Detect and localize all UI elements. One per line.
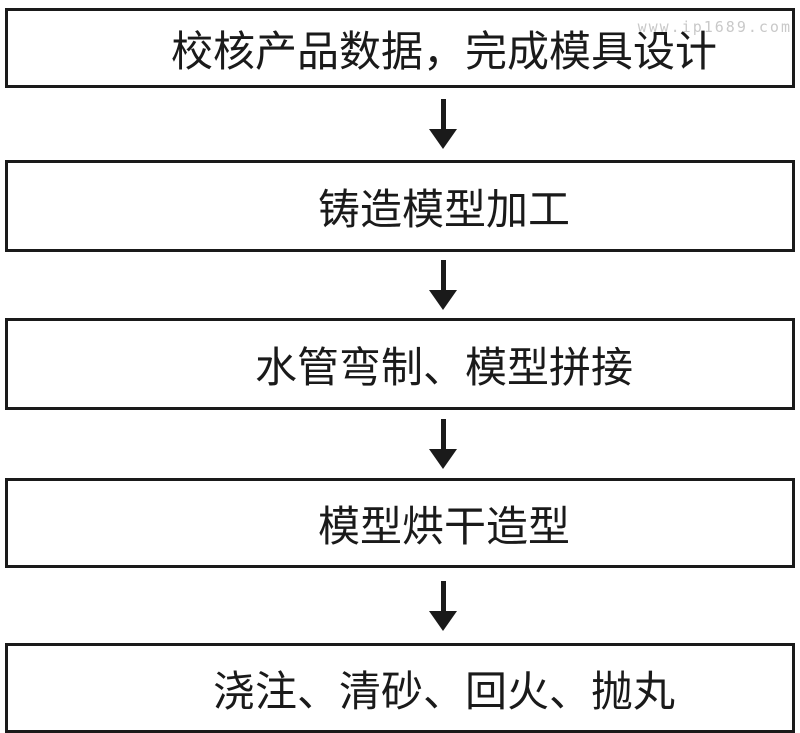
arrow-stem xyxy=(440,260,446,290)
down-arrow-icon xyxy=(429,99,457,149)
connector-3 xyxy=(0,410,800,478)
flow-step-1: 校核产品数据，完成模具设计 xyxy=(5,8,795,88)
arrow-stem xyxy=(440,99,446,129)
down-arrow-icon xyxy=(429,260,457,310)
arrow-head xyxy=(429,610,457,631)
flow-step-4: 模型烘干造型 xyxy=(5,478,795,568)
arrow-head xyxy=(429,449,457,469)
flow-step-4-label: 模型烘干造型 xyxy=(317,502,570,550)
flow-step-5: 浇注、清砂、回火、抛丸 xyxy=(5,643,795,733)
down-arrow-icon xyxy=(429,580,457,631)
down-arrow-icon xyxy=(429,419,457,469)
connector-1 xyxy=(0,88,800,160)
flow-step-3: 水管弯制、模型拼接 xyxy=(5,318,795,410)
flow-step-3-label: 水管弯制、模型拼接 xyxy=(254,343,633,391)
flow-step-1-label: 校核产品数据，完成模具设计 xyxy=(170,27,717,75)
connector-4 xyxy=(0,568,800,643)
arrow-stem xyxy=(440,419,446,449)
arrow-head xyxy=(429,129,457,149)
arrow-stem xyxy=(440,580,446,611)
connector-2 xyxy=(0,252,800,318)
flow-step-5-label: 浇注、清砂、回火、抛丸 xyxy=(212,667,675,715)
watermark: www.ip1689.com xyxy=(637,18,792,36)
arrow-head xyxy=(429,290,457,310)
flow-step-2: 铸造模型加工 xyxy=(5,160,795,252)
flow-step-2-label: 铸造模型加工 xyxy=(317,185,570,233)
flowchart: 校核产品数据，完成模具设计 铸造模型加工 水管弯制、模型拼接 模型烘干造型 xyxy=(0,8,800,733)
